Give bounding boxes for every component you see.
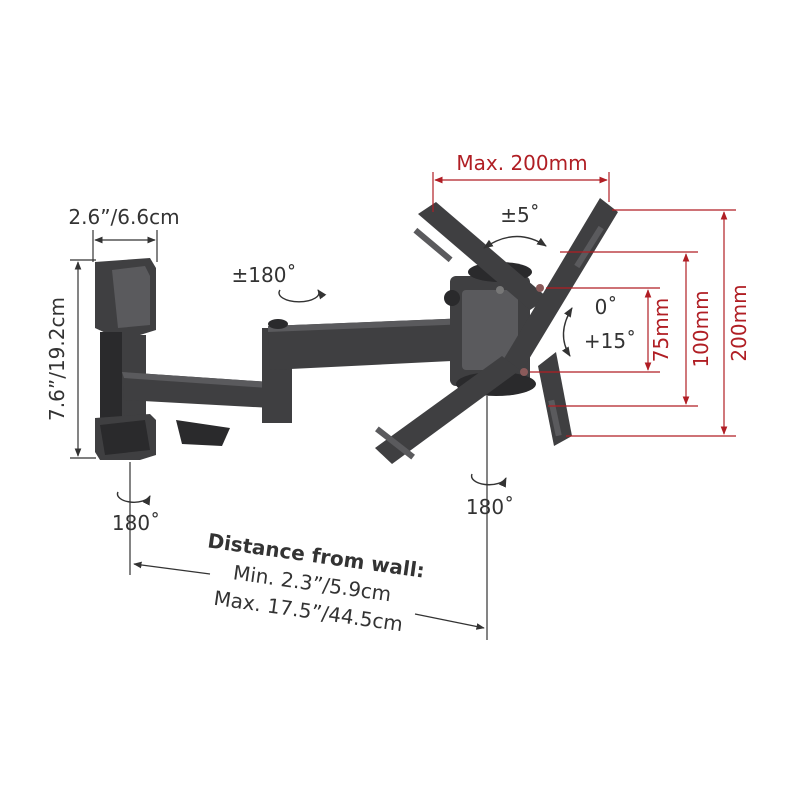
vesa-width-dimension: Max. 200mm	[432, 151, 610, 212]
swing-arm	[122, 318, 472, 446]
distance-from-wall: Distance from wall: Min. 2.3”/5.9cm Max.…	[133, 528, 485, 636]
wall-plate-height-label: 7.6”/19.2cm	[45, 297, 69, 421]
wall-plate-width-dimension: 2.6”/6.6cm	[68, 205, 180, 262]
vesa-height-100-label: 100mm	[689, 290, 713, 367]
head-swivel-label: 180˚	[466, 495, 514, 519]
vesa-width-label: Max. 200mm	[456, 151, 587, 175]
wall-plate-width-label: 2.6”/6.6cm	[68, 205, 179, 229]
head-rotation-label: ±5˚	[500, 203, 539, 227]
arm-swivel: ±180˚	[232, 263, 327, 303]
wall-plate-height-dimension: 7.6”/19.2cm	[45, 259, 96, 459]
head-swivel: 180˚	[466, 396, 514, 640]
vesa-bracket	[375, 198, 618, 464]
vesa-height-75-label: 75mm	[649, 298, 673, 362]
wall-plate-swivel-label: 180˚	[112, 511, 160, 535]
head-tilt: 0˚ +15˚	[561, 295, 636, 357]
wall-plate	[95, 258, 156, 460]
tilt-bottom-label: +15˚	[584, 329, 636, 353]
tilt-top-label: 0˚	[595, 295, 618, 319]
vesa-height-dimensions: 75mm 100mm 200mm	[530, 209, 751, 437]
head-rotation: ±5˚	[483, 203, 547, 249]
vesa-height-200-label: 200mm	[727, 284, 751, 361]
arm-swivel-label: ±180˚	[232, 263, 297, 287]
wall-plate-swivel: 180˚	[112, 462, 160, 575]
